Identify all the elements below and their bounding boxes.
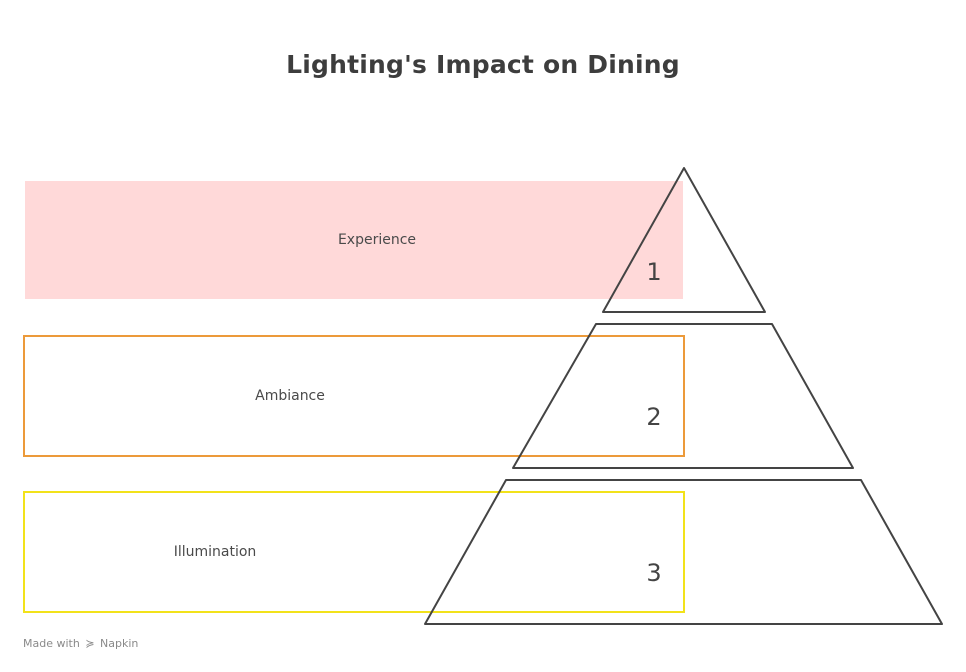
tier-number-2: 2 xyxy=(646,403,661,431)
diagram-title: Lighting's Impact on Dining xyxy=(286,50,680,79)
level-band-illumination xyxy=(23,491,685,613)
tier-number-1: 1 xyxy=(646,258,661,286)
pyramid-tier-1 xyxy=(602,167,766,313)
level-label-experience: Experience xyxy=(337,232,417,248)
level-label-ambiance: Ambiance xyxy=(255,388,325,404)
level-label-illumination: Illumination xyxy=(173,544,257,560)
tier-number-3: 3 xyxy=(646,559,661,587)
pyramid-tier-2 xyxy=(512,323,854,469)
pyramid-tier-3 xyxy=(424,479,943,625)
napkin-logo-icon: ≽ xyxy=(85,637,95,650)
level-band-experience xyxy=(25,181,683,299)
level-band-ambiance xyxy=(23,335,685,457)
footer-brand: Napkin xyxy=(100,637,139,650)
footer-made-with: Made with xyxy=(23,637,80,650)
footer-credit: Made with ≽ Napkin xyxy=(23,637,138,650)
